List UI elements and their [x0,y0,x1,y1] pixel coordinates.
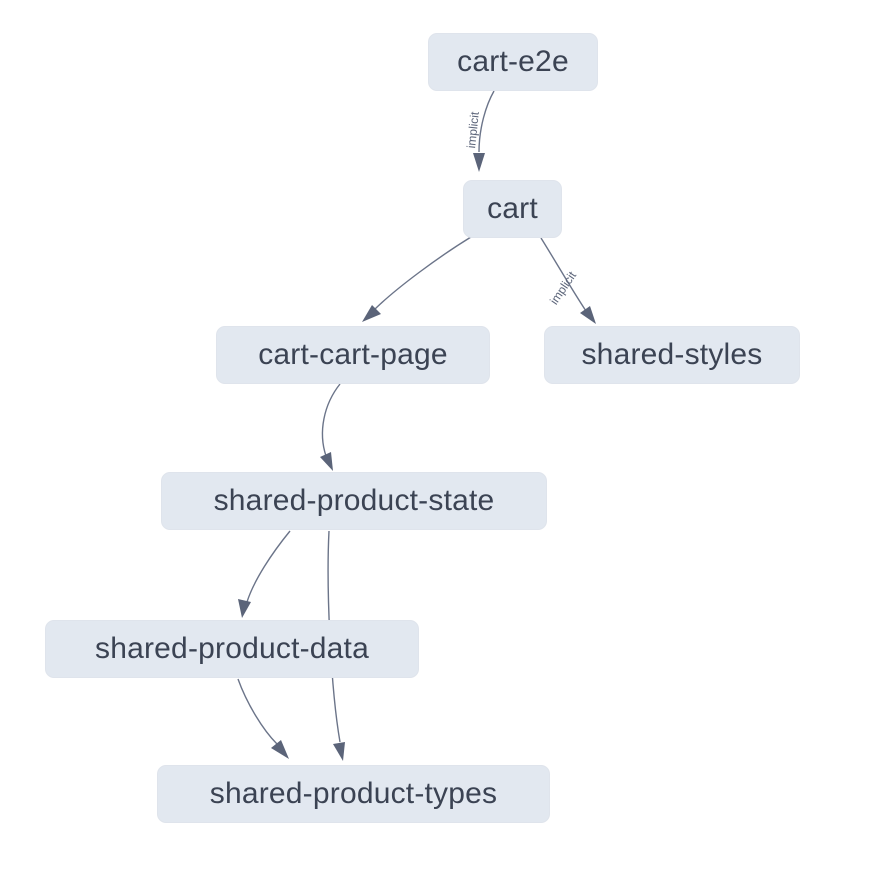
graph-node-label: shared-product-state [213,484,495,517]
graph-node-shared-product-state[interactable]: shared-product-state [161,472,547,530]
graph-node-label: cart-e2e [457,45,569,78]
edge-cart-to-cart-cart-page [362,236,472,322]
graph-node-label: cart-cart-page [258,338,448,371]
graph-node-label: cart [487,192,538,225]
graph-node-cart[interactable]: cart [463,180,562,238]
graph-node-shared-styles[interactable]: shared-styles [544,326,800,384]
graph-node-shared-product-data[interactable]: shared-product-data [45,620,419,678]
edge-cart-cart-page-to-shared-product-state [320,383,341,471]
graph-node-label: shared-product-types [209,777,498,810]
graph-node-label: shared-styles [581,338,763,371]
graph-node-shared-product-types[interactable]: shared-product-types [157,765,550,823]
edge-label-implicit-cart-e2e-cart: implicit [464,111,482,149]
edge-shared-product-state-to-shared-product-data [238,530,291,618]
edge-label-implicit-cart-shared-styles: implicit [546,268,580,308]
edge-shared-product-data-to-shared-product-types [237,678,289,759]
graph-node-cart-cart-page[interactable]: cart-cart-page [216,326,490,384]
graph-node-label: shared-product-data [95,632,369,665]
graph-node-cart-e2e[interactable]: cart-e2e [428,33,598,91]
